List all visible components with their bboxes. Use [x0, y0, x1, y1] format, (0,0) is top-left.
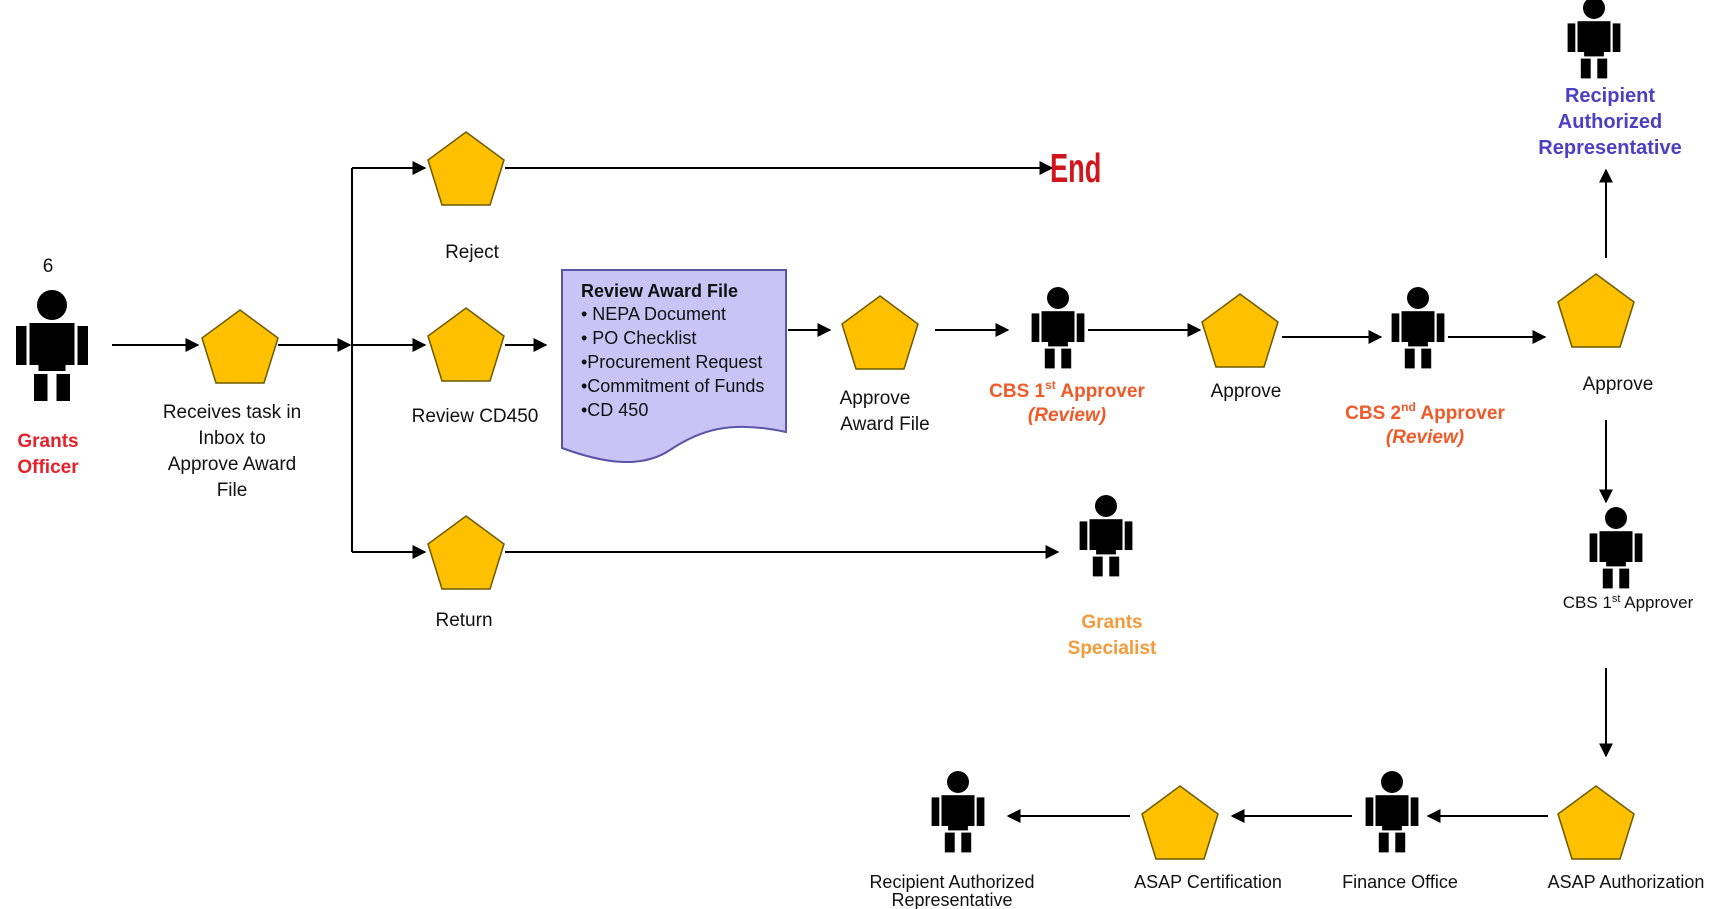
asap-certification-label: ASAP Certification [1134, 872, 1282, 892]
cbs1-suffix: Approver [1056, 381, 1146, 402]
cbs1-small-prefix: CBS 1 [1563, 593, 1612, 612]
approve-2-label: Approve [1583, 374, 1654, 395]
cbs2-review-label: (Review) [1386, 427, 1464, 448]
pentagon-asap-certification [1141, 785, 1219, 860]
document-item: •CD 450 [581, 400, 648, 420]
cbs1-sup: st [1045, 378, 1056, 392]
recipient-bottom-label-1: Recipient Authorized [869, 872, 1034, 892]
pentagon-return [427, 515, 505, 590]
cbs1-small-label: CBS 1st Approver [1563, 593, 1694, 612]
approve-1-label: Approve [1211, 381, 1282, 402]
document-item: •Commitment of Funds [581, 376, 764, 396]
cbs1-small-sup: st [1612, 593, 1621, 605]
cbs1-prefix: CBS 1 [989, 381, 1045, 402]
person-finance-office-icon [1365, 771, 1419, 853]
review-cd450-label: Review CD450 [412, 406, 539, 427]
pentagon-receive-task [201, 309, 279, 384]
grants-officer-label-1: Grants [17, 431, 78, 452]
grants-specialist-label-2: Specialist [1068, 638, 1157, 659]
person-cbs1-small-icon [1589, 507, 1643, 589]
end-label: End [1050, 147, 1101, 192]
pentagon-approve-1 [1201, 293, 1279, 368]
receives-task-label-1: Receives task in [163, 402, 301, 423]
pentagon-approve-award-file [841, 295, 919, 370]
recipient-top-label-3: Representative [1538, 137, 1681, 159]
cbs1-approver-label: CBS 1st Approver [989, 378, 1145, 402]
approve-award-file-label-1: Approve [840, 388, 911, 409]
asap-authorization-label: ASAP Authorization [1548, 872, 1705, 892]
approve-award-file-label-2: Award File [840, 414, 929, 435]
person-recipient-bottom-icon [931, 771, 985, 853]
cbs2-sup: nd [1401, 400, 1416, 414]
connectors [112, 161, 1613, 823]
receives-task-label-4: File [217, 480, 248, 501]
recipient-top-label-2: Authorized [1558, 111, 1662, 133]
reject-label: Reject [445, 242, 500, 263]
document-item: • NEPA Document [581, 304, 726, 324]
cbs2-suffix: Approver [1416, 403, 1506, 424]
pentagon-reject [427, 131, 505, 206]
document-shape [561, 269, 787, 463]
pentagon-asap-authorization [1557, 785, 1635, 860]
cbs1-small-suffix: Approver [1620, 593, 1693, 612]
finance-office-label: Finance Office [1342, 872, 1458, 892]
document-item: • PO Checklist [581, 328, 696, 348]
step-number: 6 [43, 256, 54, 277]
document-title: Review Award File [581, 281, 738, 301]
receives-task-label-3: Approve Award [168, 454, 297, 475]
role-labels: Grants Officer Recipient Authorized Repr… [17, 85, 1693, 909]
person-recipient-top-icon [1567, 0, 1621, 79]
recipient-top-label-1: Recipient [1565, 85, 1655, 107]
person-grants-specialist-icon [1079, 495, 1133, 577]
person-grants-officer-icon [16, 290, 88, 401]
receives-task-label-2: Inbox to [198, 428, 266, 449]
step-labels: 6 Receives task in Inbox to Approve Awar… [43, 242, 1705, 892]
cbs2-prefix: CBS 2 [1345, 403, 1401, 424]
review-award-file-document: Review Award File • NEPA Document • PO C… [561, 269, 787, 463]
person-cbs1-approver-icon [1031, 287, 1085, 369]
grants-officer-label-2: Officer [17, 457, 79, 478]
cbs1-review-label: (Review) [1028, 405, 1106, 426]
cbs2-approver-label: CBS 2nd Approver [1345, 400, 1505, 424]
process-steps [201, 131, 1635, 860]
pentagon-approve-2 [1557, 273, 1635, 348]
recipient-bottom-label-2: Representative [891, 890, 1012, 909]
document-item: •Procurement Request [581, 352, 762, 372]
return-label: Return [435, 610, 492, 631]
person-cbs2-approver-icon [1391, 287, 1445, 369]
pentagon-review-cd450 [427, 307, 505, 382]
grants-specialist-label-1: Grants [1081, 612, 1142, 633]
